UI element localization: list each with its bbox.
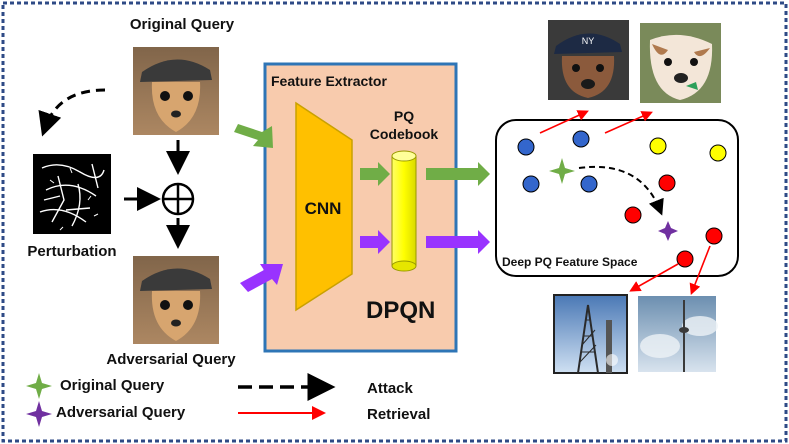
legend-original-star-icon: [26, 373, 52, 399]
retrieval-arrow-4: [689, 245, 711, 295]
feature-space-label: Deep PQ Feature Space: [502, 255, 638, 269]
legend-retrieval-label: Retrieval: [367, 406, 430, 423]
svg-text:NY: NY: [582, 36, 595, 46]
retrieved-dog-image-1: NY: [548, 20, 629, 100]
feature-extractor-label: Feature Extractor: [271, 73, 387, 89]
cnn-label: CNN: [305, 199, 342, 218]
cnn-block: [295, 101, 353, 312]
adversarial-query-image: [133, 256, 219, 344]
retrieval-arrow-2: [604, 111, 653, 134]
add-operator-icon: [161, 182, 195, 216]
pq-codebook-label-2: Codebook: [370, 126, 439, 142]
green-flow-arrows: [234, 124, 490, 186]
dpqn-label: DPQN: [366, 297, 435, 324]
yellow-points: [649, 137, 727, 162]
original-query-star-icon: [549, 158, 575, 184]
red-points: [624, 174, 723, 268]
legend-adversarial-label: Adversarial Query: [56, 404, 186, 421]
retrieved-tower-image-1: [553, 294, 628, 374]
retrieved-dog-image-2: [640, 23, 721, 103]
retrieved-tower-image-2: [638, 296, 718, 372]
blue-points: [517, 130, 598, 193]
feature-attack-arrow: [578, 166, 664, 216]
legend-original-label: Original Query: [60, 377, 165, 394]
attack-curve-arrow: [38, 88, 106, 137]
legend-attack-label: Attack: [367, 380, 414, 397]
original-query-image: [133, 47, 219, 135]
feature-space-box: [495, 119, 739, 277]
perturbation-image: [33, 154, 111, 234]
original-query-label: Original Query: [130, 16, 235, 33]
retrieval-arrow-1: [539, 110, 589, 134]
retrieval-arrow-3: [629, 263, 679, 292]
adversarial-query-star-icon: [658, 221, 678, 241]
adversarial-query-label: Adversarial Query: [106, 351, 236, 368]
purple-flow-arrows: [240, 230, 490, 292]
perturbation-label: Perturbation: [27, 243, 116, 260]
pq-codebook-label-1: PQ: [394, 108, 414, 124]
pq-codebook-cylinder: [391, 150, 417, 272]
legend-adversarial-star-icon: [26, 401, 52, 427]
